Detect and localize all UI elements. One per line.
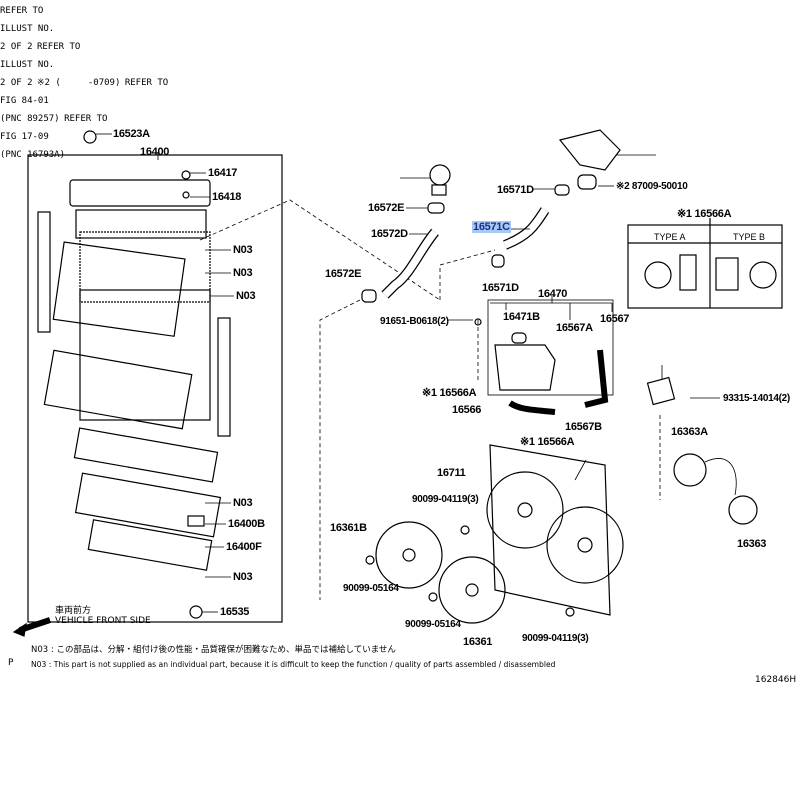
radiator-drawing: [37, 130, 231, 619]
figure-id: 162846H: [755, 675, 797, 685]
part-label-16571C-highlighted[interactable]: 16571C: [472, 221, 511, 233]
part-label-16400[interactable]: 16400: [140, 146, 170, 158]
part-label-n03[interactable]: N03: [236, 290, 256, 302]
part-label-16363A[interactable]: 16363A: [671, 426, 708, 438]
part-label-16566A[interactable]: ※1 16566A: [422, 387, 477, 399]
refer-illust-2: REFER TO ILLUST NO. 2 OF 2: [0, 6, 55, 52]
note-n03-en: N03 : This part is not supplied as an in…: [31, 660, 556, 669]
part-label-n03[interactable]: N03: [233, 571, 253, 583]
part-label-16566A-types[interactable]: ※1 16566A: [677, 208, 732, 220]
part-label-16535[interactable]: 16535: [220, 606, 250, 618]
part-label-16567[interactable]: 16567: [600, 313, 630, 325]
fan-drawing: [365, 376, 758, 624]
part-label-87009-50010[interactable]: ※2 87009-50010: [616, 181, 688, 192]
part-label-16363[interactable]: 16363: [737, 538, 767, 550]
radiator-group-frame: [27, 154, 283, 623]
note-n03-jp: N03 : この部品は、分解・組付け後の性能・品質確保が困難なため、単品では補給…: [31, 645, 396, 655]
refer-fig-84-01: REFER TO FIG 84-01 (PNC 89257): [0, 78, 169, 124]
part-label-16572D[interactable]: 16572D: [371, 228, 408, 240]
part-label-16567A[interactable]: 16567A: [556, 322, 593, 334]
part-label-n03[interactable]: N03: [233, 244, 253, 256]
part-label-16471B[interactable]: 16471B: [503, 311, 540, 323]
reservoir-drawing: [474, 299, 614, 396]
clip-type-b: TYPE B: [733, 232, 766, 242]
part-label-90099-05164[interactable]: 90099-05164: [405, 619, 461, 630]
part-label-93315-14014[interactable]: 93315-14014(2): [723, 393, 790, 404]
vehicle-front-jp: 車両前方: [55, 606, 92, 616]
part-label-16711[interactable]: 16711: [437, 467, 466, 479]
part-label-16566[interactable]: 16566: [452, 404, 482, 416]
part-label-90099-04119[interactable]: 90099-04119(3): [412, 494, 479, 505]
leader-lines: [96, 133, 234, 613]
part-label-16417[interactable]: 16417: [208, 167, 238, 179]
note-2-date-range: ※2 ( -0709): [36, 78, 121, 88]
part-label-16361B[interactable]: 16361B: [330, 522, 367, 534]
part-label-n03[interactable]: N03: [233, 267, 253, 279]
part-label-16571D[interactable]: 16571D: [482, 282, 519, 294]
p-marker: P: [8, 658, 14, 668]
part-label-16400F[interactable]: 16400F: [226, 541, 262, 553]
part-label-16400B[interactable]: 16400B: [228, 518, 265, 530]
part-label-16572E[interactable]: 16572E: [325, 268, 362, 280]
clip-type-table: [627, 218, 783, 309]
part-label-90099-05164[interactable]: 90099-05164: [343, 583, 399, 594]
part-label-16361[interactable]: 16361: [463, 636, 493, 648]
refer-illust-2: REFER TO ILLUST NO. 2 OF 2: [0, 42, 81, 88]
part-label-90099-04119[interactable]: 90099-04119(3): [522, 633, 589, 644]
hoses: [361, 129, 621, 415]
part-label-16470[interactable]: 16470: [538, 288, 568, 300]
part-label-16418[interactable]: 16418: [212, 191, 242, 203]
clip-type-a: TYPE A: [654, 232, 686, 242]
part-label-16567B[interactable]: 16567B: [565, 421, 602, 433]
part-label-n03[interactable]: N03: [233, 497, 253, 509]
part-label-91651-B0618[interactable]: 91651-B0618(2): [380, 316, 449, 327]
part-label-16566A[interactable]: ※1 16566A: [520, 436, 575, 448]
part-label-16571D[interactable]: 16571D: [497, 184, 534, 196]
vehicle-front-en: VEHICLE FRONT SIDE: [55, 616, 151, 626]
part-label-16572E[interactable]: 16572E: [368, 202, 405, 214]
part-label-16523A[interactable]: 16523A: [113, 128, 150, 140]
